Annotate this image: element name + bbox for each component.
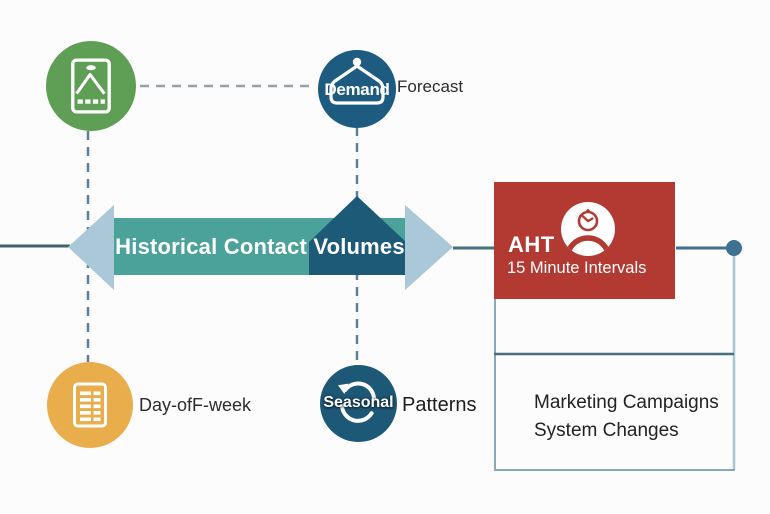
- schedule-sheet-icon: [73, 382, 107, 428]
- node-mobile-circle: [46, 41, 136, 131]
- node-demand-circle: [318, 50, 396, 128]
- node-dayofweek-circle: [47, 362, 133, 448]
- cycle-arrows-icon: [338, 381, 376, 423]
- notes-line-marketing: Marketing Campaigns: [534, 392, 719, 413]
- aht-box: AHT 15 Minute Intervals: [494, 182, 675, 299]
- notes-box-text: Marketing Campaigns System Changes: [534, 389, 719, 444]
- right-arrowhead: [405, 205, 453, 290]
- node-seasonal-circle: Seasonal: [320, 365, 397, 442]
- forecast-label: Forecast: [397, 77, 464, 96]
- mobile-image-icon: [71, 58, 111, 114]
- patterns-label: Patterns: [402, 394, 477, 416]
- arrow-pentagon: [309, 196, 406, 275]
- seasonal-badge-label: Seasonal: [323, 394, 394, 411]
- historical-contact-volumes-label: Historical Contact Volumes: [115, 234, 405, 259]
- left-arrowhead: [68, 205, 114, 290]
- agent-timer-icon: [561, 202, 615, 256]
- endpoint-dot: [726, 240, 742, 256]
- demand-badge-label: Demand: [324, 80, 390, 99]
- dayofweek-label: Day-ofF-week: [139, 395, 252, 415]
- aht-title: AHT: [508, 232, 555, 257]
- tag-icon: [329, 57, 385, 105]
- aht-subtitle: 15 Minute Intervals: [507, 259, 647, 277]
- notes-line-system: System Changes: [534, 419, 679, 441]
